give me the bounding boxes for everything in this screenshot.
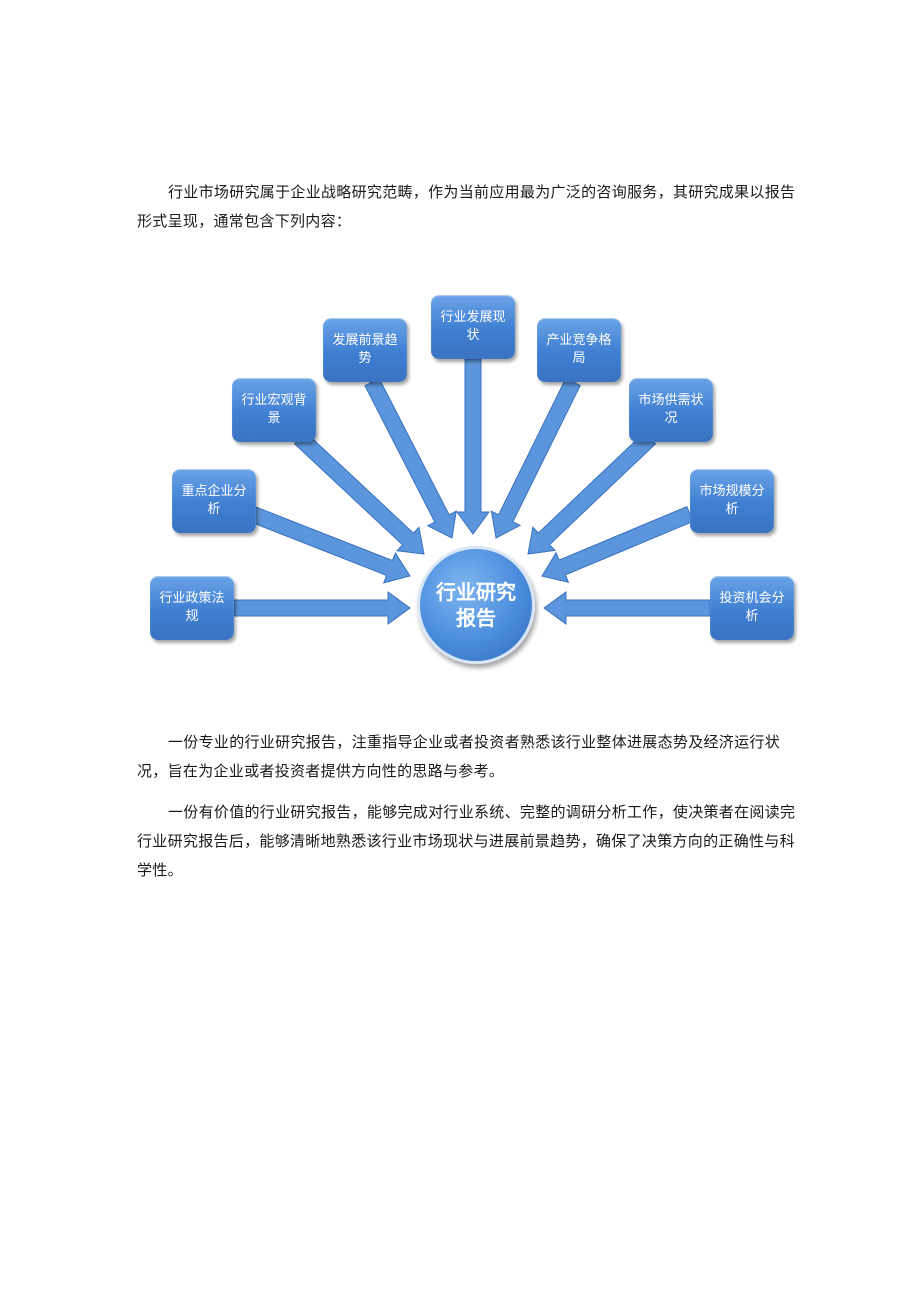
arrow-key-enterprises bbox=[248, 505, 411, 584]
node-development-trend: 发展前景趋势 bbox=[323, 318, 407, 382]
arrow-industry-status bbox=[456, 358, 490, 535]
arrow-policy bbox=[233, 591, 411, 625]
center-report-circle: 行业研究报告 bbox=[417, 546, 535, 664]
node-industry-status: 行业发展现状 bbox=[431, 295, 515, 359]
node-supply-demand: 市场供需状况 bbox=[629, 378, 713, 442]
node-key-enterprises: 重点企业分析 bbox=[172, 469, 256, 533]
intro-paragraph: 行业市场研究属于企业战略研究范畴，作为当前应用最为广泛的咨询服务，其研究成果以报… bbox=[137, 183, 796, 230]
report-content-diagram: 行业政策法规 重点企业分析 行业宏观背景 发展前景趋势 行业发展现状 产业竞争格… bbox=[140, 288, 810, 678]
arrow-market-size bbox=[541, 505, 694, 584]
node-market-size: 市场规模分析 bbox=[690, 469, 774, 533]
node-investment: 投资机会分析 bbox=[710, 576, 794, 640]
arrow-investment bbox=[543, 591, 711, 625]
arrows-layer bbox=[233, 358, 711, 625]
paragraph-2: 一份专业的行业研究报告，注重指导企业或者投资者熟悉该行业整体进展态势及经济运行状… bbox=[137, 733, 781, 780]
node-competition: 产业竞争格局 bbox=[537, 318, 621, 382]
node-policy: 行业政策法规 bbox=[150, 576, 234, 640]
paragraph-3: 一份有价值的行业研究报告，能够完成对行业系统、完整的调研分析工作，使决策者在阅读… bbox=[137, 803, 796, 879]
arrow-development-trend bbox=[364, 377, 457, 539]
arrow-supply-demand bbox=[527, 431, 657, 555]
arrow-competition bbox=[490, 377, 581, 539]
node-macro-background: 行业宏观背景 bbox=[232, 378, 316, 442]
arrow-macro-background bbox=[293, 431, 425, 555]
